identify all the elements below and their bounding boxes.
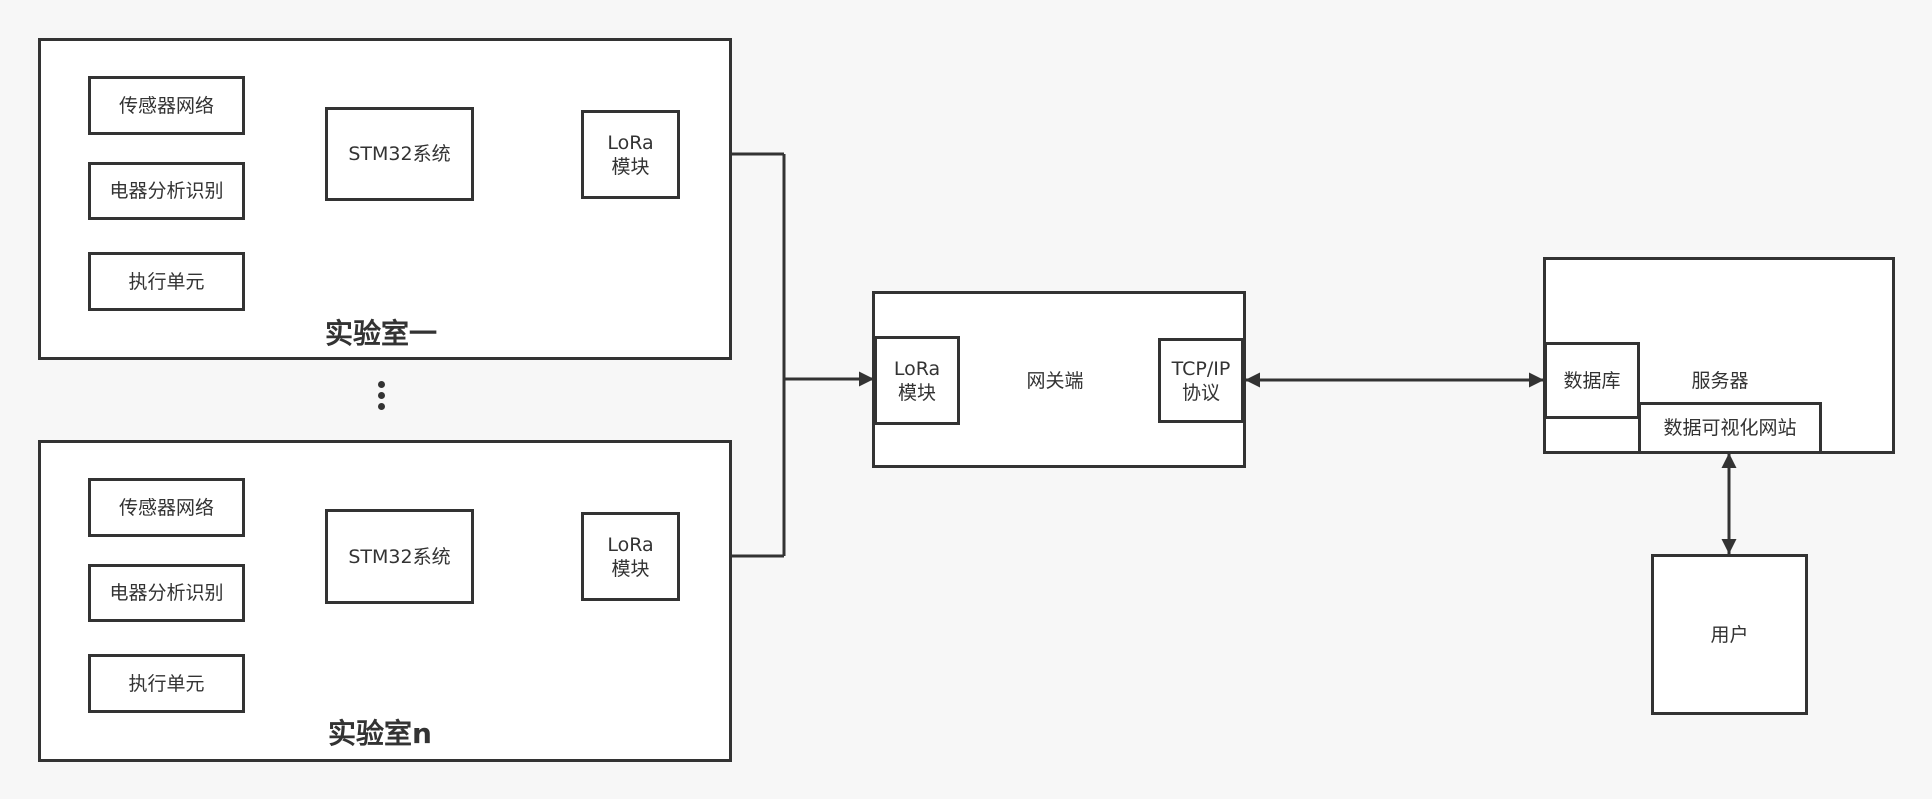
stm32-system-label: STM32系统 xyxy=(348,545,451,568)
lora-label-line1: LoRa xyxy=(607,533,654,556)
user-label: 用户 xyxy=(1710,623,1749,646)
ellipsis-dot xyxy=(378,381,385,388)
tcp-ip-protocol-box[interactable]: TCP/IP 协议 xyxy=(1158,338,1244,423)
tcp-ip-line2: 协议 xyxy=(1181,381,1220,404)
lora-label-line2: 模块 xyxy=(611,557,650,580)
user-box[interactable]: 用户 xyxy=(1651,554,1808,715)
gateway-lora-line1: LoRa xyxy=(893,357,941,380)
executor-unit-label: 执行单元 xyxy=(128,270,205,293)
appliance-recognition-box-lab1[interactable]: 电器分析识别 xyxy=(88,162,245,220)
sensor-network-box-labn[interactable]: 传感器网络 xyxy=(88,478,245,537)
stm32-system-box-labn[interactable]: STM32系统 xyxy=(325,509,474,604)
sensor-network-box-lab1[interactable]: 传感器网络 xyxy=(88,76,245,135)
lora-label-line2: 模块 xyxy=(611,155,650,178)
server-label: 服务器 xyxy=(1691,370,1749,392)
stm32-system-box-lab1[interactable]: STM32系统 xyxy=(325,107,474,201)
lora-label-line1: LoRa xyxy=(607,131,654,154)
lora-module-box-lab1[interactable]: LoRa 模块 xyxy=(581,110,680,199)
database-label: 数据库 xyxy=(1563,369,1621,392)
ellipsis-dot xyxy=(378,392,385,399)
gateway-lora-line2: 模块 xyxy=(897,381,936,404)
executor-unit-box-labn[interactable]: 执行单元 xyxy=(88,654,245,713)
database-box[interactable]: 数据库 xyxy=(1544,342,1640,419)
ellipsis-dot xyxy=(378,403,385,410)
data-visualization-website-label: 数据可视化网站 xyxy=(1663,417,1797,439)
stm32-system-label: STM32系统 xyxy=(348,143,451,165)
sensor-network-label: 传感器网络 xyxy=(118,496,214,519)
gateway-lora-module-box[interactable]: LoRa 模块 xyxy=(874,336,960,425)
executor-unit-label: 执行单元 xyxy=(128,672,205,695)
data-visualization-website-box[interactable]: 数据可视化网站 xyxy=(1638,402,1822,454)
appliance-recognition-box-labn[interactable]: 电器分析识别 xyxy=(88,564,245,622)
appliance-recognition-label: 电器分析识别 xyxy=(109,582,224,604)
lab-n-title: 实验室n xyxy=(328,717,432,750)
tcp-ip-line1: TCP/IP xyxy=(1171,357,1231,380)
executor-unit-box-lab1[interactable]: 执行单元 xyxy=(88,252,245,311)
sensor-network-label: 传感器网络 xyxy=(118,94,214,117)
appliance-recognition-label: 电器分析识别 xyxy=(109,180,224,202)
lab-1-title: 实验室一 xyxy=(325,317,438,350)
gateway-label: 网关端 xyxy=(1026,370,1084,392)
lora-module-box-labn[interactable]: LoRa 模块 xyxy=(581,512,680,601)
